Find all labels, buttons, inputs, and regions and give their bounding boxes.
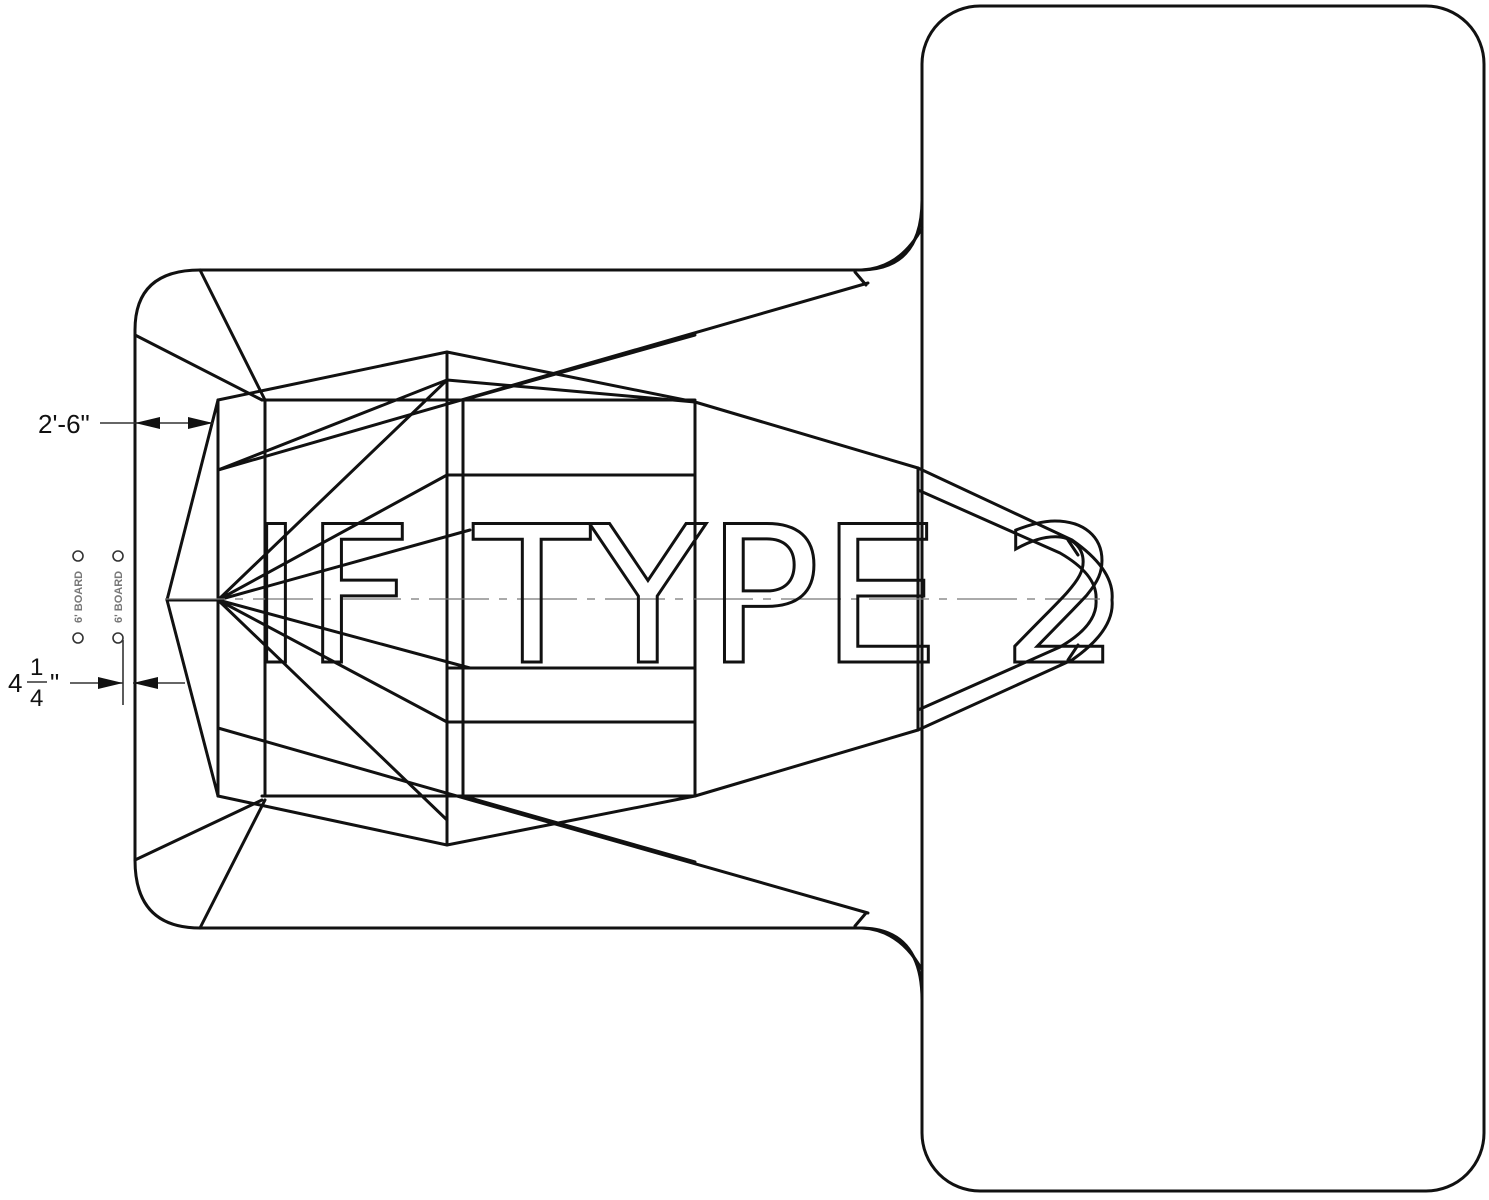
board-marker: 6' BOARD (112, 550, 125, 644)
island-nose (165, 398, 220, 798)
curb-fillet-top (860, 226, 924, 272)
dimension-arrow (188, 417, 213, 429)
dimension-top-text: 2'-6" (38, 409, 90, 439)
channel-line-lower (216, 726, 870, 915)
svg-text:6' BOARD: 6' BOARD (113, 571, 125, 623)
taper-line (133, 798, 264, 862)
curb-tick-bottom (853, 911, 868, 928)
island-rounded-tip (916, 466, 1114, 732)
board-marker: 6' BOARD (72, 550, 85, 644)
chevron-line (216, 598, 472, 670)
dimension-bottom-whole: 4 (8, 668, 22, 698)
dimension-bottom-numerator: 1 (30, 654, 43, 681)
dimension-bottom-denominator: 4 (30, 685, 43, 712)
tip-tick (1066, 643, 1080, 662)
taper-line (198, 798, 267, 930)
chevron-line (216, 378, 697, 472)
dimension-bottom-inch: " (50, 668, 59, 698)
chevron-line (461, 794, 697, 864)
taper-line (133, 333, 264, 402)
chevron-line (461, 333, 697, 402)
tip-tick (1066, 538, 1080, 557)
taper-line (198, 268, 267, 402)
drawing-label: IF TYPE 2 (248, 486, 1122, 707)
island-rounded-tip-inner (916, 488, 1098, 712)
svg-text:6' BOARD: 6' BOARD (73, 571, 85, 623)
island-bottom-edge (216, 728, 920, 847)
dimension-arrow (133, 677, 158, 689)
island-top-edge (216, 350, 920, 470)
chevron-line (216, 528, 472, 602)
curb-fillet-bottom (860, 926, 924, 972)
dimension-arrow (135, 417, 160, 429)
dimension-arrow (98, 677, 123, 689)
